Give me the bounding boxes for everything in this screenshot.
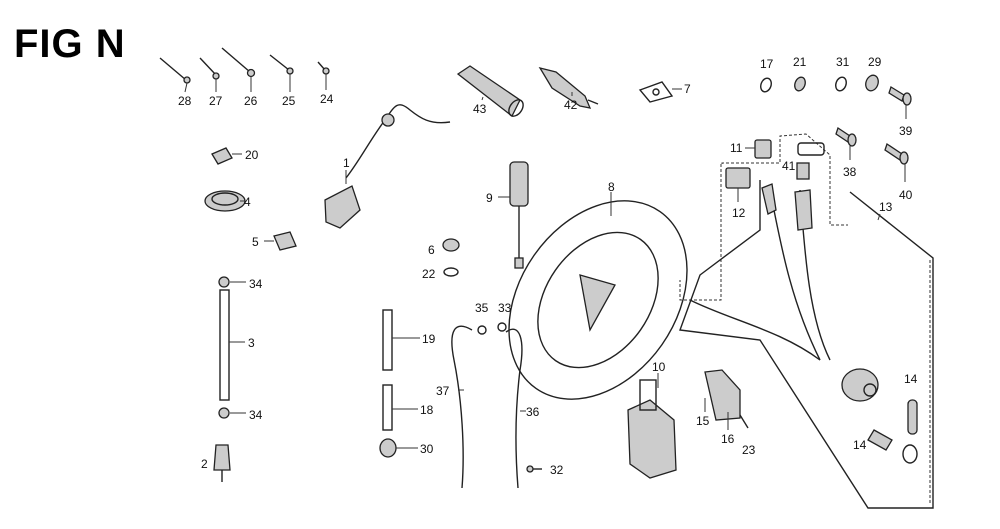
figure-title: FIG N (14, 22, 126, 66)
callout-17: 17 (760, 57, 774, 71)
callout-3: 3 (248, 336, 255, 350)
callout-6: 6 (428, 243, 435, 257)
callout-43: 43 (473, 102, 487, 116)
screw-32 (526, 465, 542, 473)
callout-26: 26 (244, 94, 258, 108)
fuse-41 (796, 142, 825, 180)
callout-15: 15 (696, 414, 710, 428)
relay-11 (745, 139, 772, 159)
clip-5 (264, 231, 297, 251)
callout-14-lower: 14 (853, 438, 867, 452)
bolt-25 (269, 54, 294, 92)
seal-4 (204, 190, 246, 212)
wire-harness-13 (679, 133, 934, 509)
resistor-9 (498, 161, 529, 269)
tube-36 (505, 328, 526, 489)
callout-42: 42 (564, 98, 578, 112)
callout-38: 38 (843, 165, 857, 179)
callout-18: 18 (420, 403, 434, 417)
screw-38 (835, 126, 857, 160)
nut-29 (865, 74, 879, 92)
callout-19: 19 (422, 332, 436, 346)
callout-39: 39 (899, 124, 913, 138)
screw-39 (888, 86, 912, 119)
callout-23: 23 (742, 443, 756, 457)
callout-labels: 28 27 26 25 24 43 42 7 17 21 31 29 39 38… (178, 55, 918, 477)
bolt-27 (199, 57, 220, 92)
callout-8: 8 (608, 180, 615, 194)
bracket-10 (627, 373, 677, 479)
tube-37 (451, 325, 473, 489)
callout-14-upper: 14 (904, 372, 918, 386)
clip-20 (211, 147, 242, 165)
callout-41: 41 (782, 159, 796, 173)
callout-12: 12 (732, 206, 746, 220)
callout-28: 28 (178, 94, 192, 108)
washer-22 (443, 267, 459, 277)
callout-30: 30 (420, 442, 434, 456)
callout-24: 24 (320, 92, 334, 106)
fitting-2 (213, 444, 231, 482)
callout-40: 40 (899, 188, 913, 202)
callout-22: 22 (422, 267, 436, 281)
clamp-35 (477, 325, 487, 335)
callout-4: 4 (244, 195, 251, 209)
callout-33: 33 (498, 301, 512, 315)
clamp-33 (497, 322, 507, 332)
stud-19 (382, 309, 420, 371)
callout-10: 10 (652, 360, 666, 374)
ignition-coil-1 (324, 104, 451, 229)
screw-40 (884, 142, 909, 182)
bolt-24 (317, 61, 330, 90)
washer-17 (760, 77, 772, 93)
callout-1: 1 (343, 156, 350, 170)
plug-42 (538, 66, 599, 109)
rod-3 (218, 276, 246, 419)
connector-12 (725, 167, 751, 202)
grip-43 (456, 65, 524, 117)
callout-25: 25 (282, 94, 296, 108)
callout-27: 27 (209, 94, 223, 108)
callout-5: 5 (252, 235, 259, 249)
callout-29: 29 (868, 55, 882, 69)
stud-18 (382, 384, 418, 431)
callout-32: 32 (550, 463, 564, 477)
callout-2: 2 (201, 457, 208, 471)
callout-37: 37 (436, 384, 450, 398)
callout-16: 16 (721, 432, 735, 446)
callout-7: 7 (684, 82, 691, 96)
callout-9: 9 (486, 191, 493, 205)
grommet-7 (638, 81, 682, 103)
bolt-28 (159, 57, 191, 93)
callout-13: 13 (879, 200, 893, 214)
cap-6 (442, 238, 460, 252)
flywheel-8 (508, 192, 688, 400)
bolt-26 (221, 47, 256, 92)
washer-31 (835, 76, 847, 92)
rectifier-15-16 (704, 369, 749, 430)
callout-11: 11 (730, 141, 743, 155)
callout-34: 34 (249, 277, 263, 291)
callout-31: 31 (836, 55, 850, 69)
callout-21: 21 (793, 55, 807, 69)
callout-35: 35 (475, 301, 489, 315)
nut-30 (379, 438, 418, 458)
callout-36: 36 (526, 405, 540, 419)
washer-21 (794, 76, 806, 92)
callout-20: 20 (245, 148, 259, 162)
callout-34-lower: 34 (249, 408, 263, 422)
